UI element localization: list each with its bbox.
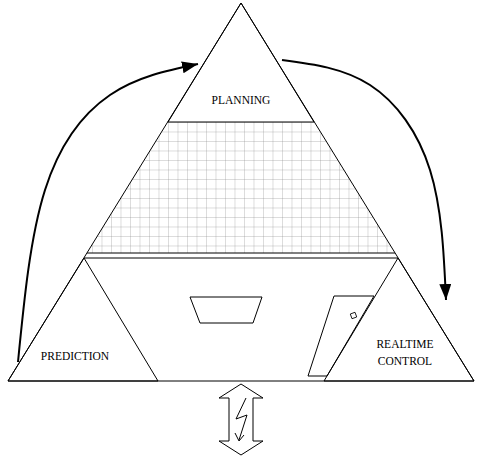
triangle-outline (8, 258, 158, 381)
triangle-outline (8, 258, 158, 381)
outer-triangle (8, 3, 474, 381)
curved-arrow (18, 64, 198, 362)
node-label: PLANNING (186, 92, 296, 109)
node-label: REALTIME CONTROL (365, 336, 445, 370)
roof-line (87, 253, 395, 254)
grid-roof (87, 122, 395, 253)
door-shape (308, 296, 374, 376)
planning-triangle: PLANNING (168, 3, 314, 122)
prediction-triangle: PREDICTION (8, 258, 158, 381)
lightning-symbol (235, 433, 244, 441)
door-knob (350, 312, 356, 318)
window-shape (190, 297, 262, 323)
double-arrow (219, 384, 263, 455)
roof-line (84, 258, 398, 259)
control-triangle: REALTIME CONTROL (324, 258, 474, 381)
triangle-outline (168, 3, 314, 122)
lightning-symbol (236, 398, 247, 440)
curved-arrow (282, 60, 446, 300)
node-label: PREDICTION (20, 348, 130, 365)
triangle-outline (324, 258, 474, 381)
